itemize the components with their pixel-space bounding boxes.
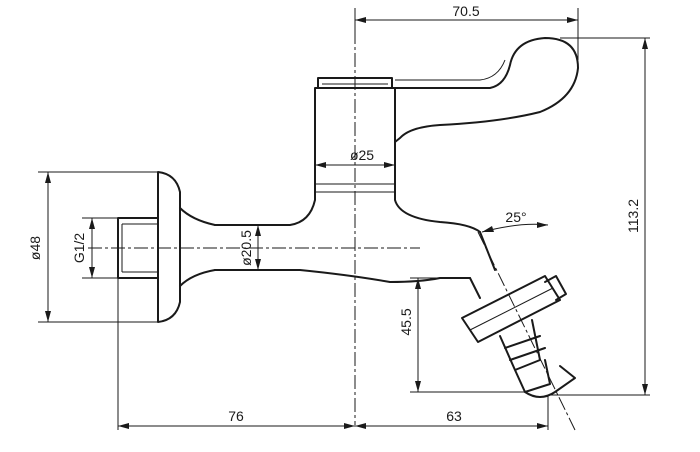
body-right-top — [394, 191, 481, 233]
center-lines — [88, 30, 576, 431]
dim-outlet-height-label: 45.5 — [398, 308, 414, 335]
dimension-20-5: ø20.5 — [238, 225, 261, 270]
extension-lines — [38, 8, 650, 430]
dimension-70-5: 70.5 — [355, 3, 578, 23]
outlet-axis — [477, 231, 576, 431]
flange-plate — [157, 171, 181, 323]
dimension-48: ø48 — [27, 172, 51, 322]
flange-cone — [179, 207, 216, 287]
ext-top-70 — [354, 8, 579, 60]
dim-spindle-diameter-label: ø25 — [350, 147, 374, 163]
coupling-nut-line — [469, 287, 554, 331]
main-body — [214, 191, 471, 283]
dimension-45-5: 45.5 — [398, 278, 421, 392]
ext-g12 — [82, 217, 118, 279]
dim-thread-label: G1/2 — [71, 233, 87, 264]
coupling-nut — [461, 275, 561, 343]
faucet-outline — [117, 37, 579, 398]
dimension-25-spindle: ø25 — [315, 147, 395, 168]
dim-flange-diameter-label: ø48 — [27, 236, 43, 260]
hose-barb-tip — [524, 365, 576, 398]
dimension-76: 76 — [118, 408, 355, 429]
coupling-tab — [544, 275, 567, 301]
dim-top-width-label: 70.5 — [452, 3, 479, 19]
flange-lip — [145, 171, 158, 323]
dimension-113-2: 113.2 — [625, 38, 648, 395]
hose-barb — [499, 319, 551, 393]
lever-inner-edge — [395, 59, 506, 81]
outlet-nose — [469, 231, 496, 299]
dimension-angle: 25° — [481, 209, 549, 233]
dim-outlet-length-label: 63 — [446, 408, 462, 424]
dim-total-height-label: 113.2 — [625, 199, 641, 233]
dimension-63: 63 — [355, 408, 548, 429]
dim-inlet-length-label: 76 — [228, 408, 244, 424]
lever-handle — [394, 37, 579, 143]
ext-48 — [38, 171, 145, 323]
dimension-g12: G1/2 — [71, 218, 95, 278]
dim-angle-label: 25° — [505, 209, 526, 225]
ext-455 — [410, 277, 525, 393]
dim-body-diameter-label: ø20.5 — [238, 230, 254, 266]
